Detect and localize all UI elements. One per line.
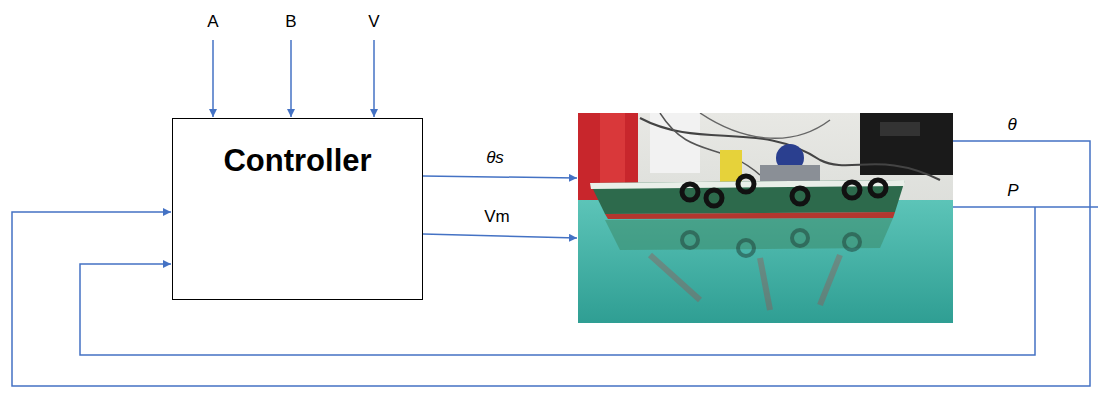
input-arrows: [213, 40, 374, 117]
controller-box: Controller: [172, 118, 423, 300]
boat-photo: [578, 113, 953, 323]
output-arrows: [423, 176, 577, 238]
signal-name: Vm: [484, 207, 510, 227]
signal-name: A: [207, 12, 218, 32]
signal-name: P: [1007, 181, 1018, 201]
signal-name: V: [368, 12, 379, 32]
node-title: Controller: [173, 143, 422, 179]
signal-name: θ: [1007, 115, 1016, 135]
signal-name: θs: [486, 148, 504, 168]
signal-name: B: [285, 12, 296, 32]
